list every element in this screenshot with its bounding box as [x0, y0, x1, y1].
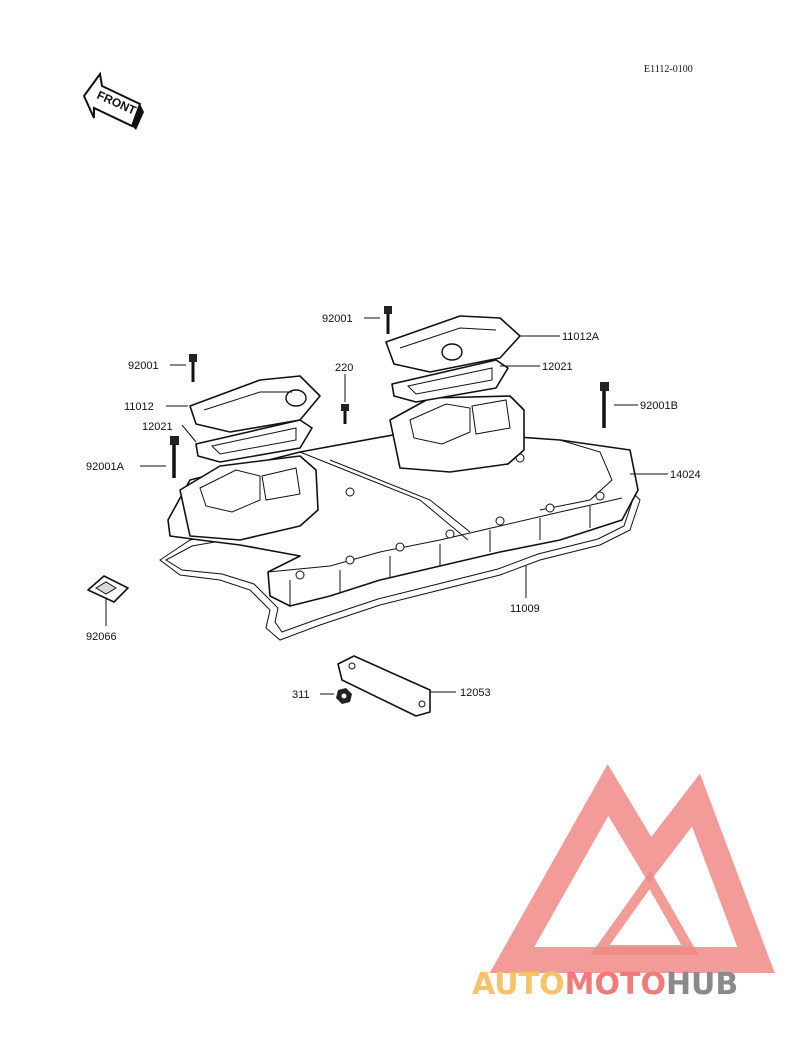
bracket-12053	[337, 655, 431, 717]
bolt-92001-right	[384, 306, 392, 334]
callout-92066: 92066	[86, 631, 117, 643]
nut-311	[336, 688, 352, 704]
callout-11012A: 11012A	[562, 331, 600, 343]
bolt-220	[341, 404, 349, 424]
callout-92001: 92001	[322, 313, 353, 325]
bolt-92001A	[170, 436, 179, 478]
cylinder-head-cover	[167, 395, 639, 607]
callout-311: 311	[292, 689, 310, 701]
drawing-code: E1112-0100	[644, 64, 693, 75]
callout-92001B: 92001B	[640, 400, 678, 412]
callout-11012: 11012	[124, 401, 154, 413]
callout-92001A: 92001A	[86, 461, 125, 473]
callout-12021: 12021	[142, 421, 173, 433]
callout-220: 220	[335, 362, 353, 374]
callout-12053: 12053	[460, 687, 491, 699]
breather-cover-right	[385, 315, 521, 373]
cap-92066	[87, 575, 129, 603]
callout-11009: 11009	[510, 603, 540, 615]
breather-cover-left	[189, 375, 321, 433]
bolt-92001B	[600, 382, 609, 428]
callout-92001: 92001	[128, 360, 159, 372]
front-arrow-icon: FRONT	[82, 71, 144, 130]
watermark-text: AUTOMOTOHUB	[472, 967, 738, 1002]
bolt-92001-left	[189, 354, 197, 382]
callout-12021: 12021	[542, 361, 573, 373]
watermark-logo	[489, 764, 775, 973]
leader-lines	[105, 317, 668, 695]
callout-14024: 14024	[670, 469, 701, 481]
